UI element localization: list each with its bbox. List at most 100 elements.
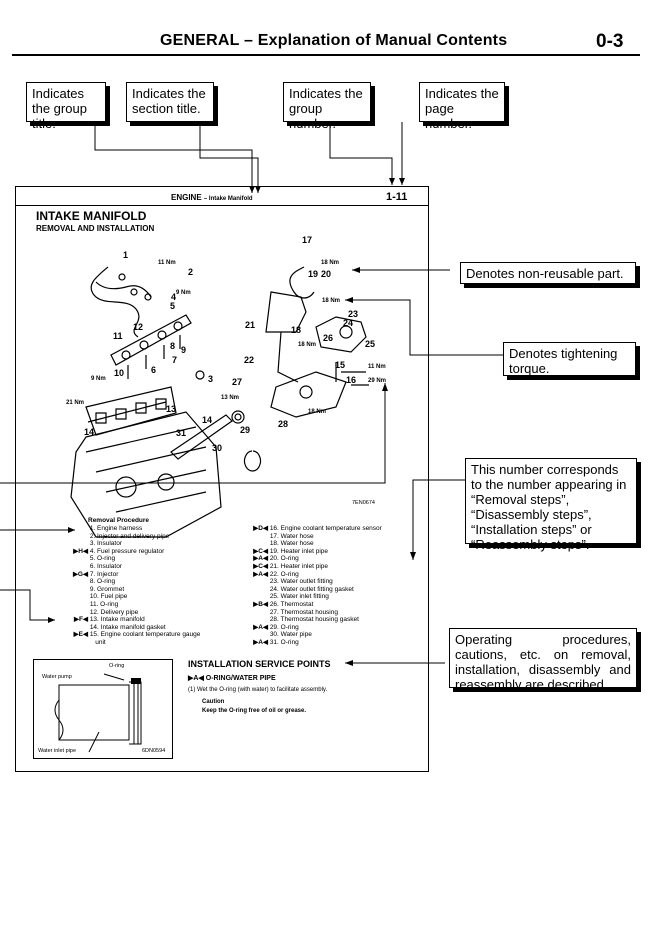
part-label: 19: [308, 269, 319, 279]
inset-label: O-ring: [109, 663, 125, 669]
part-label: 23: [348, 309, 359, 319]
part-label: 12: [133, 322, 144, 332]
torque-label: 9 Nm: [91, 376, 106, 382]
part-label: 13: [166, 404, 177, 414]
part-label: 5: [170, 301, 176, 311]
procedure-step: 10. Fuel pipe: [89, 593, 128, 601]
part-label: 3: [208, 374, 214, 384]
part-label: 9: [181, 345, 187, 355]
procedure-step: 17. Water hose: [269, 532, 314, 540]
callout-operating: Operating procedures, cautions, etc. on …: [449, 628, 637, 692]
procedure-step: 8. O-ring: [89, 578, 116, 586]
exploded-diagram: [70, 266, 369, 538]
procedure-right-list: ▶D◀ 16. Engine coolant temperature senso…: [241, 525, 426, 647]
part-label: 17: [302, 235, 313, 245]
part-label: 16: [346, 375, 357, 385]
header-rule: [12, 54, 640, 56]
part-label: 6: [151, 365, 157, 375]
inset-label: Water inlet pipe: [38, 748, 77, 754]
part-label: 30: [212, 443, 223, 453]
part-label: 28: [278, 419, 289, 429]
inset-figure: O-ring Water pump Water inlet pipe 6DN05…: [33, 659, 173, 759]
torque-label: 18 Nm: [298, 342, 317, 348]
procedure-step: ▶B◀ 26. Thermostat: [253, 600, 314, 608]
torque-label: 9 Nm: [176, 290, 191, 296]
part-label: 8: [170, 341, 176, 351]
part-label: 20: [321, 269, 332, 279]
procedure-step: ▶E◀ 15. Engine coolant temperature gauge: [73, 631, 201, 639]
procedure-step: ▶A◀ 22. O-ring: [253, 570, 299, 578]
part-label: 22: [244, 355, 255, 365]
callout-group-title: Indicates the group title.: [26, 82, 106, 131]
procedure-step: ▶A◀ 20. O-ring: [253, 555, 299, 563]
figure-code: 7EN0674: [352, 500, 375, 506]
procedure-step: 3. Insulator: [89, 540, 122, 548]
part-label: 14: [202, 415, 213, 425]
service-item: ▶A◀ O-RING/WATER PIPE: [188, 675, 276, 682]
part-label: 25: [365, 339, 376, 349]
procedure-step: 24. Water outlet fitting gasket: [269, 585, 354, 593]
sample-subtitle: REMOVAL AND INSTALLATION: [36, 224, 155, 233]
part-label: 11: [113, 331, 123, 341]
procedure-step: 9. Grommet: [89, 585, 125, 593]
part-label: 7: [172, 355, 178, 365]
part-label: 27: [232, 377, 243, 387]
inset-drawing: [54, 673, 142, 753]
part-label: 14: [84, 427, 95, 437]
procedure-step: ▶H◀ 4. Fuel pressure regulator: [73, 547, 165, 555]
part-label: 4: [171, 292, 177, 302]
part-label: 21: [245, 320, 256, 330]
procedure-step: 12. Delivery pipe: [89, 608, 139, 616]
page-title: GENERAL – Explanation of Manual Contents: [160, 32, 508, 49]
procedure-step: ▶A◀ 31. O-ring: [253, 638, 299, 646]
procedure-step: ▶C◀ 21. Heater inlet pipe: [253, 562, 328, 570]
sample-title: INTAKE MANIFOLD: [36, 209, 147, 223]
caution-label: Caution: [202, 699, 225, 705]
sample-page-number: 1-11: [386, 191, 408, 203]
part-label: 26: [323, 333, 334, 343]
torque-label: 18 Nm: [321, 260, 340, 266]
torque-label: 29 Nm: [368, 378, 387, 384]
torque-label: 13 Nm: [221, 395, 240, 401]
procedure-step: 28. Thermostat housing gasket: [269, 616, 359, 624]
caution-text: Keep the O-ring free of oil or grease.: [202, 708, 307, 714]
procedure-step: 2. Injector and delivery pipe: [89, 532, 170, 540]
service-heading: INSTALLATION SERVICE POINTS: [188, 659, 331, 669]
procedure-step: 18. Water hose: [269, 540, 314, 548]
callout-page-number: Indicates the page number.: [419, 82, 505, 131]
callout-section-title: Indicates the section title.: [126, 82, 214, 122]
procedure-step: 23. Water outlet fitting: [269, 578, 333, 586]
procedure-step: 27. Thermostat housing: [269, 608, 338, 616]
part-label: 24: [343, 318, 354, 328]
part-label: 2: [188, 267, 194, 277]
procedure-step: ▶D◀ 16. Engine coolant temperature senso…: [253, 525, 382, 532]
procedure-step: ▶A◀ 29. O-ring: [253, 623, 299, 631]
procedure-step: 30. Water pipe: [269, 631, 312, 639]
procedure-step: 11. O-ring: [89, 600, 119, 608]
part-label: 31: [176, 428, 187, 438]
page-number: 0-3: [596, 31, 624, 52]
procedure-step: 6. Insulator: [89, 562, 122, 570]
procedure-step: 1. Engine harness: [89, 525, 143, 532]
sample-header: ENGINE – Intake Manifold: [171, 193, 253, 202]
part-label: 18: [291, 325, 302, 335]
callout-number-corresponds: This number corresponds to the number ap…: [465, 458, 637, 552]
part-label: 15: [335, 360, 346, 370]
procedure-heading: Removal Procedure: [88, 517, 150, 524]
procedure-left-list: 1. Engine harness 2. Injector and delive…: [61, 525, 236, 647]
part-label: 10: [114, 368, 125, 378]
procedure-step: 14. Intake manifold gasket: [89, 623, 166, 631]
procedure-step: 5. O-ring: [89, 555, 116, 563]
torque-label: 11 Nm: [368, 364, 386, 370]
procedure-step: ▶F◀ 13. Intake manifold: [74, 616, 145, 624]
part-label: 1: [123, 250, 129, 260]
part-label: 29: [240, 425, 251, 435]
torque-label: 11 Nm: [158, 260, 176, 266]
service-step: (1) Wet the O-ring (with water) to facil…: [188, 687, 328, 693]
procedure-step: 25. Water inlet fitting: [269, 593, 329, 601]
sample-page: ENGINE – Intake Manifold 1-11 INTAKE MAN…: [15, 186, 429, 772]
procedure-step: ▶G◀ 7. Injector: [72, 570, 119, 578]
torque-label: 18 Nm: [308, 409, 327, 415]
inset-label: 6DN0594: [142, 748, 166, 754]
callout-tightening: Denotes tightening torque.: [503, 342, 636, 376]
